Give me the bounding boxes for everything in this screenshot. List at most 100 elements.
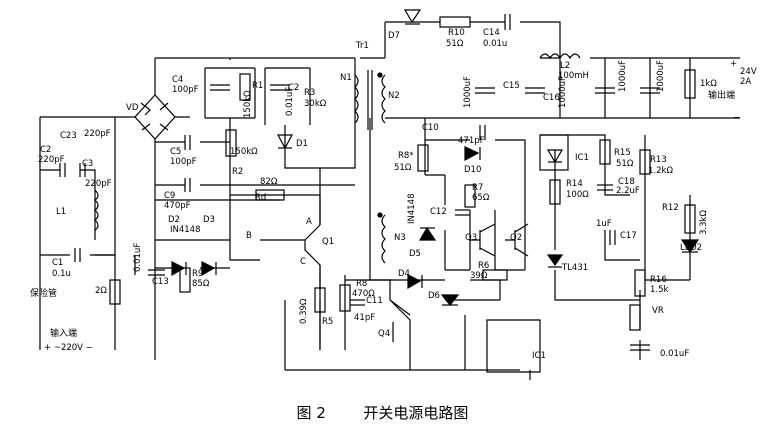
components [59, 9, 700, 351]
label-C12: C12 [430, 207, 447, 217]
label-VD: VD [126, 103, 139, 113]
label-C3: C3 [82, 159, 93, 169]
label-R10-value: 51Ω [446, 39, 464, 49]
label-R5: R5 [322, 317, 333, 327]
label-C15: C15 [503, 81, 520, 91]
label-Q2: Q2 [510, 233, 522, 243]
label-C4-value: 100pF [172, 85, 199, 95]
label-C9-value: 470pF [164, 201, 191, 211]
label-D4: D4 [398, 269, 410, 279]
label-C3-value: 220pF [85, 179, 112, 189]
label-D6: D6 [428, 291, 440, 301]
label-R8: R8 [356, 279, 367, 289]
label-C11: C11 [366, 296, 383, 306]
label-C16-value: 1000uF [558, 76, 568, 108]
label-C18-value: 2.2uF [616, 186, 640, 196]
out-minus: − [733, 113, 740, 123]
figure-caption: 图 2 开关电源电路图 [0, 402, 765, 423]
label-R82: 82Ω [260, 177, 278, 187]
label-L2-value: 100mH [558, 71, 589, 81]
label-1k: 1kΩ [700, 79, 717, 89]
label-IC1: IC1 [575, 153, 589, 163]
label-R3: R3 [304, 88, 315, 98]
input-value: + ~220V − [44, 343, 93, 353]
label-A: A [306, 217, 312, 227]
figure-title: 开关电源电路图 [363, 404, 469, 422]
label-R9: R9 [192, 269, 203, 279]
label-C2x-value: 0.01uF [285, 87, 295, 116]
out-voltage: 24V [740, 67, 757, 77]
label-Q3: Q3 [465, 233, 477, 243]
label-R10: R10 [448, 28, 465, 38]
label-R3-value: 30kΩ [304, 99, 327, 109]
label-C23-value: 220pF [84, 129, 111, 139]
label-Rd: Rd [255, 193, 266, 203]
label-L2: L2 [560, 61, 570, 71]
label-C4: C4 [172, 75, 183, 85]
label-R14-value: 100Ω [566, 190, 589, 200]
label-R5-value: 0.39Ω [299, 298, 309, 324]
label-R6: R6 [478, 261, 489, 271]
out-current: 2A [740, 77, 751, 87]
label-R7: R7 [472, 183, 483, 193]
circuit-diagram: D7 R10 51Ω C14 0.01u Tr1 N1 N2 C4 100pF … [30, 9, 757, 380]
label-R14: R14 [566, 179, 583, 189]
label-R8s-value: 51Ω [394, 163, 412, 173]
label-D7: D7 [388, 31, 400, 41]
label-Q4: Q4 [378, 329, 390, 339]
label-R16: R16 [650, 275, 667, 285]
label-IN4148a: IN4148 [170, 225, 201, 235]
label-N1: N1 [340, 73, 352, 83]
label-R6-value: 39Ω [470, 271, 488, 281]
label-C16: C16 [543, 93, 560, 103]
component-labels: D7 R10 51Ω C14 0.01u Tr1 N1 N2 C4 100pF … [30, 28, 757, 361]
label-R16-value: 1.5k [650, 285, 669, 295]
label-Tr1: Tr1 [355, 41, 369, 51]
label-VR: VR [652, 306, 664, 316]
label-D5: D5 [409, 249, 421, 259]
wires [39, 21, 740, 380]
label-N2: N2 [388, 91, 400, 101]
label-TL431: TL431 [561, 263, 588, 273]
label-C5-value: 100pF [170, 157, 197, 167]
label-R8-value: 470Ω [352, 289, 375, 299]
label-R8s: R8* [398, 151, 414, 161]
label-D1: D1 [296, 139, 308, 149]
label-C0: 0.01uF [133, 243, 143, 272]
label-C2x: C2 [288, 83, 299, 93]
figure-number: 图 2 [296, 404, 326, 422]
label-C13: C13 [152, 277, 169, 287]
label-R1: R1 [252, 81, 263, 91]
label-R12: R12 [662, 203, 679, 213]
label-D2: D2 [168, 215, 180, 225]
out-plus: + [730, 59, 737, 69]
label-R7-value: 65Ω [472, 193, 490, 203]
label-C1k: 1000uF [618, 60, 628, 92]
label-C001: 0.01uF [660, 349, 689, 359]
label-C9: C9 [164, 191, 175, 201]
label-IC1b: IC1 [532, 351, 546, 361]
label-C17: C17 [620, 231, 637, 241]
label-C11-value: 41pF [354, 313, 375, 323]
label-D10: D10 [464, 165, 481, 175]
label-C10-value: 471pF [458, 136, 485, 146]
out-label: 输出端 [708, 89, 735, 101]
label-C15-value: 1000uF [463, 76, 473, 108]
label-C14: C14 [483, 28, 500, 38]
label-2ohm: 2Ω [95, 286, 107, 296]
label-R1-value: 150kΩ [243, 90, 253, 118]
label-LED2: LED2 [680, 243, 702, 253]
label-D3: D3 [203, 215, 215, 225]
label-C17-value: 1uF [596, 219, 612, 229]
label-fuse: 保险管 [30, 287, 57, 299]
label-IN4148b: IN4148 [407, 194, 417, 225]
label-C18: C18 [618, 177, 635, 187]
label-R12-value: 3.3kΩ [699, 210, 709, 235]
label-C2-value: 220pF [38, 155, 65, 165]
label-C: C [300, 257, 306, 267]
label-L1: L1 [56, 207, 66, 217]
label-C1k2: 1000uF [656, 60, 666, 92]
label-R150: 150kΩ [230, 147, 258, 157]
label-R15: R15 [614, 148, 631, 158]
label-C2: C2 [40, 145, 51, 155]
